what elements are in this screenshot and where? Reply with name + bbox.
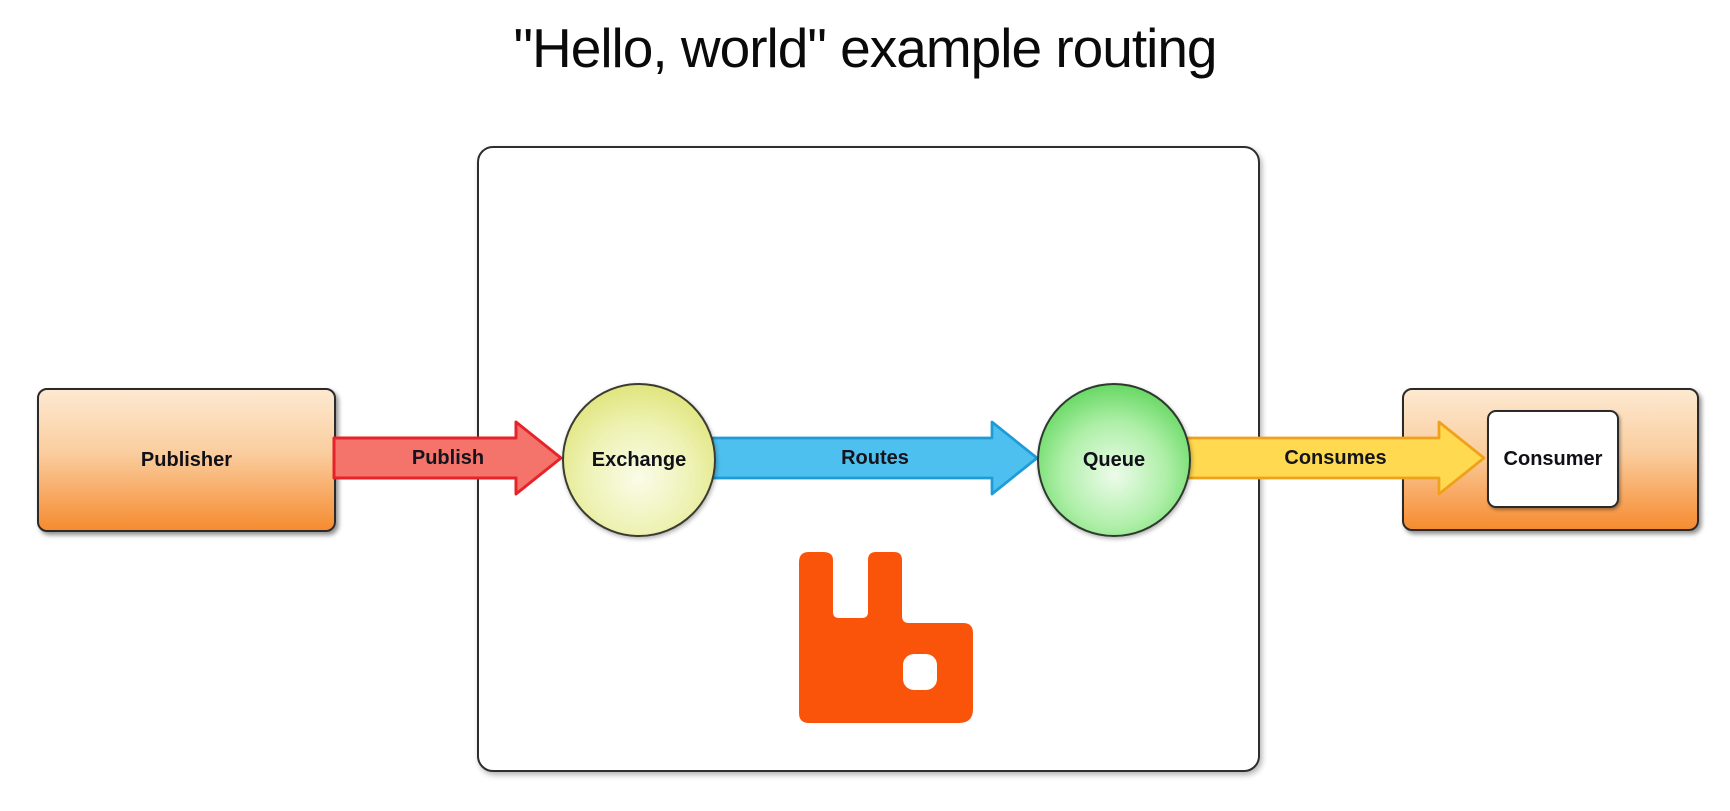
diagram-title: "Hello, world" example routing [513, 17, 1218, 79]
routes-arrow-shape [710, 420, 1039, 496]
consumer-node-label: Consumer [1503, 447, 1603, 470]
rabbitmq-logo-icon [799, 552, 973, 723]
routes-arrow-label: Routes [841, 446, 909, 469]
publisher-node: Publisher [37, 388, 336, 532]
exchange-node: Exchange [562, 383, 716, 537]
consumes-arrow-label: Consumes [1284, 446, 1387, 469]
consumes-arrow: Consumes [1184, 420, 1486, 496]
publish-arrow-shape [332, 420, 563, 496]
queue-node: Queue [1037, 383, 1191, 537]
exchange-node-label: Exchange [591, 448, 687, 471]
rabbit-eye [903, 654, 937, 690]
publish-arrow-label: Publish [411, 446, 485, 469]
consumer-inner-box: Consumer [1487, 410, 1619, 508]
consumes-arrow-shape [1184, 420, 1486, 496]
publish-arrow: Publish [332, 420, 563, 496]
routes-arrow: Routes [710, 420, 1039, 496]
publisher-node-label: Publisher [140, 448, 233, 471]
queue-node-label: Queue [1082, 448, 1146, 471]
